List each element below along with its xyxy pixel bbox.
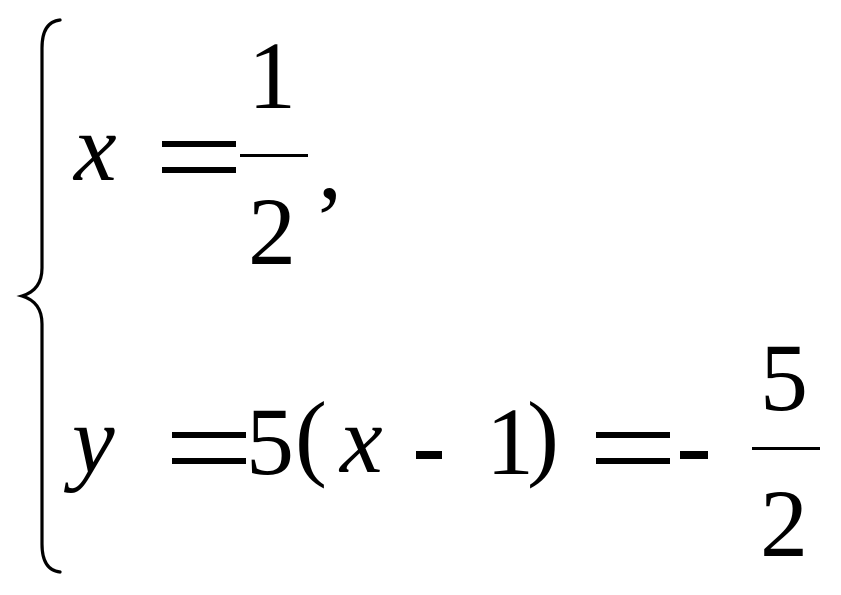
line1-comma: , — [318, 112, 342, 219]
line2-denominator: 2 — [760, 470, 808, 577]
line2-left-paren: ( — [295, 382, 327, 489]
line2-inner-minus — [416, 451, 442, 459]
line2-inner-constant: 1 — [486, 388, 534, 495]
line2-right-paren: ) — [527, 382, 559, 489]
line2-numerator: 5 — [760, 324, 808, 431]
line2-fraction-bar — [752, 447, 820, 450]
line1-equals-sign — [162, 141, 236, 181]
line2-coefficient: 5 — [246, 388, 294, 495]
line2-second-equals-sign — [596, 432, 670, 472]
line1-numerator: 1 — [248, 22, 296, 129]
line2-negative-sign — [680, 451, 708, 459]
line2-inner-variable-x: x — [340, 386, 383, 493]
line2-equals-sign — [172, 432, 246, 472]
line1-variable-x: x — [74, 94, 117, 201]
line1-fraction-bar — [240, 154, 308, 157]
line2-variable-y: y — [72, 386, 115, 493]
line1-denominator: 2 — [248, 178, 296, 285]
